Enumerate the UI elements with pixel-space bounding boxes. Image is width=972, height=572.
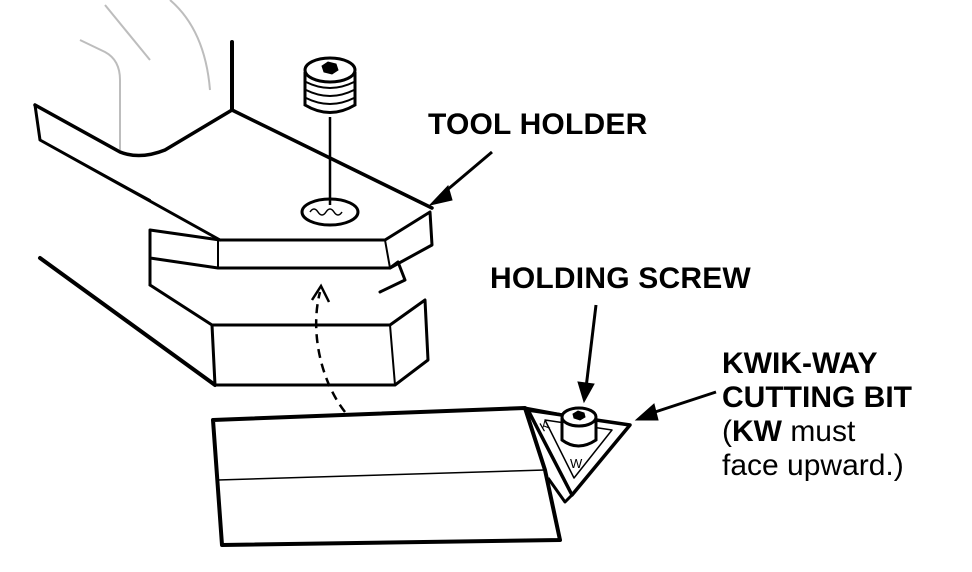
machine-housing bbox=[79, 0, 211, 150]
insert-mark-w: W bbox=[570, 456, 583, 471]
set-screw bbox=[303, 56, 357, 205]
insertion-path-arrow bbox=[310, 283, 346, 413]
label-note-line1: (KW must bbox=[722, 415, 912, 449]
label-tool-holder: TOOL HOLDER bbox=[428, 108, 648, 141]
leader-arrows bbox=[428, 150, 717, 421]
label-cutting-bit-line2: CUTTING BIT bbox=[722, 381, 912, 414]
note-must: must bbox=[781, 415, 856, 448]
note-kw: KW bbox=[732, 415, 782, 448]
note-open-paren: ( bbox=[722, 415, 732, 448]
label-holding-screw: HOLDING SCREW bbox=[490, 262, 751, 295]
label-cutting-bit-line1: KWIK-WAY bbox=[722, 347, 878, 380]
label-note-line2: face upward.) bbox=[722, 449, 904, 482]
insert-screw bbox=[560, 406, 598, 448]
insert-mark-k: K bbox=[537, 417, 552, 434]
tool-holder bbox=[33, 40, 434, 387]
label-cutting-bit: KWIK-WAY CUTTING BIT (KW must face upwar… bbox=[722, 347, 912, 483]
